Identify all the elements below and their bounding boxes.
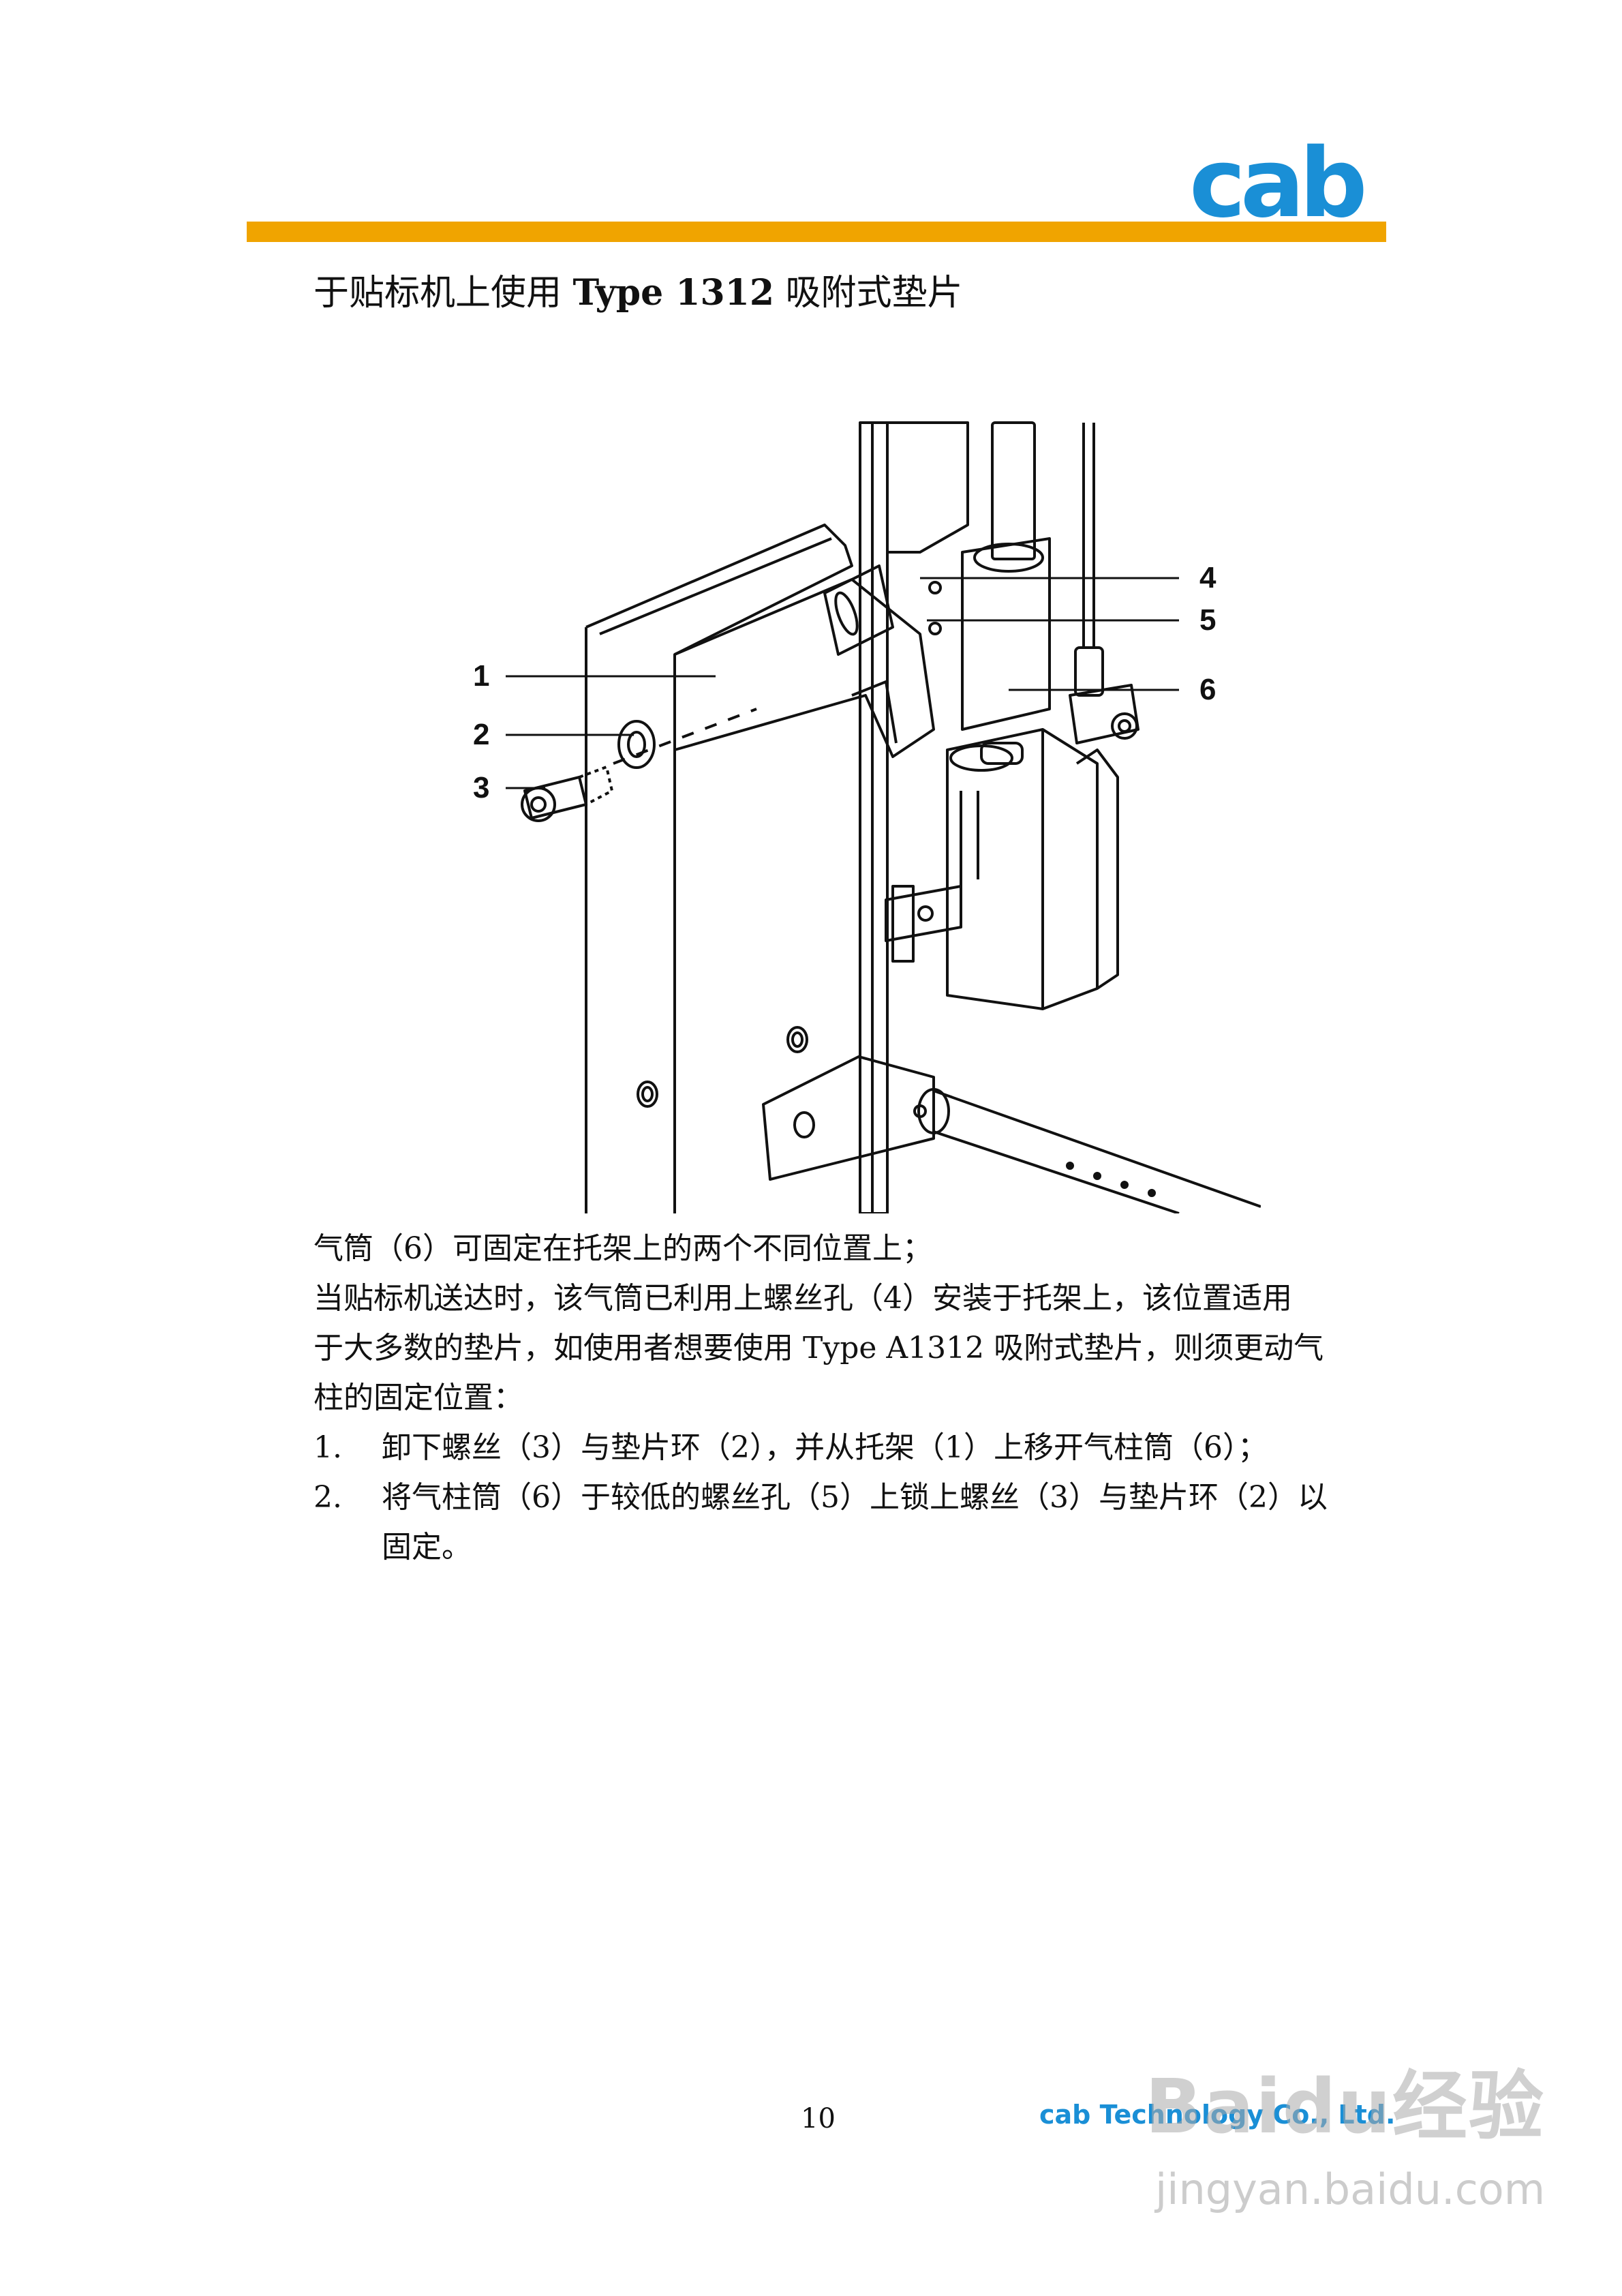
callout-5: 5 [1199,603,1216,637]
watermark-url: jingyan.baidu.com [1155,2164,1546,2214]
cab-logo: cab [1189,128,1368,239]
step-2-text: 将气柱筒（6）于较低的螺丝孔（5）上锁上螺丝（3）与垫片环（2）以 固定。 [382,1472,1387,1572]
body-line-3: 于大多数的垫片，如使用者想要使用 Type A1312 吸附式垫片，则须更动气 [313,1331,1324,1365]
callout-6: 6 [1199,673,1216,706]
callout-1: 1 [473,659,489,693]
technical-diagram: 1 2 3 4 5 6 [473,421,1261,1213]
title-suffix: 吸附式垫片 [774,273,963,314]
title-prefix: 于贴标机上使用 [313,273,573,314]
step-2-number: 2. [313,1480,342,1515]
step-2-line-1: 将气柱筒（6）于较低的螺丝孔（5）上锁上螺丝（3）与垫片环（2）以 [382,1480,1328,1515]
washer-ring [617,720,656,769]
step-1-number: 1. [313,1430,342,1465]
callout-2: 2 [473,718,489,751]
page-title: 于贴标机上使用 Type 1312 吸附式垫片 [313,262,963,324]
callout-3: 3 [473,771,489,804]
header-divider-bar [247,222,1386,242]
callout-4: 4 [1199,561,1216,594]
bracket-plate [585,524,853,1213]
step-1: 1. 卸下螺丝（3）与垫片环（2），并从托架（1）上移开气柱筒（6）； [313,1423,1387,1472]
cylinder-body [961,537,1051,731]
body-line-1: 气筒（6）可固定在托架上的两个不同位置上； [313,1231,932,1266]
body-line-4: 柱的固定位置： [313,1380,523,1415]
rail-block [886,421,969,554]
step-1-text: 卸下螺丝（3）与垫片环（2），并从托架（1）上移开气柱筒（6）； [382,1430,1268,1465]
body-text: 气筒（6）可固定在托架上的两个不同位置上； 当贴标机送达时，该气筒已利用上螺丝孔… [313,1224,1387,1572]
cylinder-rod [991,421,1036,560]
footer-company: cab Technology Co., Ltd. [1039,2100,1396,2130]
step-2: 2. 将气柱筒（6）于较低的螺丝孔（5）上锁上螺丝（3）与垫片环（2）以 固定。 [313,1472,1387,1572]
page-number: 10 [801,2103,836,2134]
step-2-line-2: 固定。 [382,1530,472,1565]
body-line-2: 当贴标机送达时，该气筒已利用上螺丝孔（4）安装于托架上，该位置适用 [313,1281,1292,1316]
watermark-logo: Baidu经验 [1145,2063,1545,2150]
title-model: Type 1312 [572,272,775,314]
